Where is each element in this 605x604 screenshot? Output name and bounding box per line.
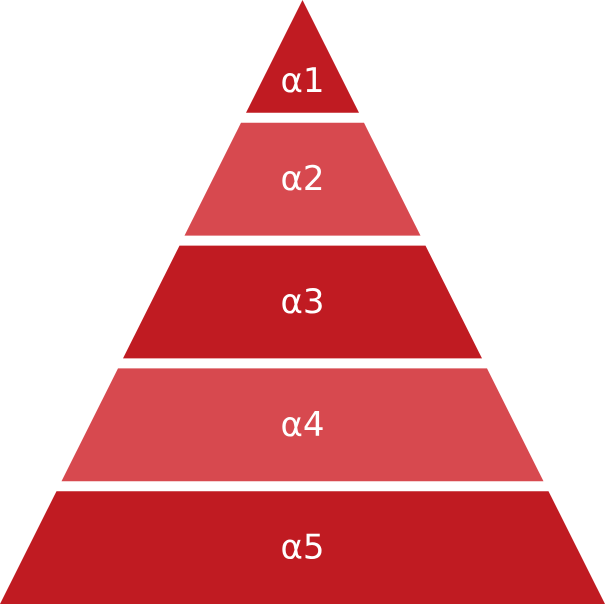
pyramid-level-3: α3	[123, 245, 482, 359]
pyramid-level-shape	[61, 368, 544, 482]
pyramid-level-5: α5	[0, 491, 605, 604]
pyramid-level-label: α5	[280, 528, 324, 568]
pyramid-level-shape	[0, 491, 605, 604]
pyramid-level-4: α4	[61, 368, 544, 482]
pyramid-level-label: α3	[280, 282, 324, 322]
pyramid-level-1: α1	[246, 0, 359, 113]
pyramid-level-shape	[246, 0, 359, 113]
pyramid-level-label: α1	[280, 61, 324, 101]
pyramid-level-shape	[184, 122, 421, 236]
pyramid-level-label: α4	[280, 405, 324, 445]
pyramid-level-2: α2	[184, 122, 421, 236]
pyramid-level-label: α2	[280, 159, 324, 199]
pyramid-level-shape	[123, 245, 482, 359]
